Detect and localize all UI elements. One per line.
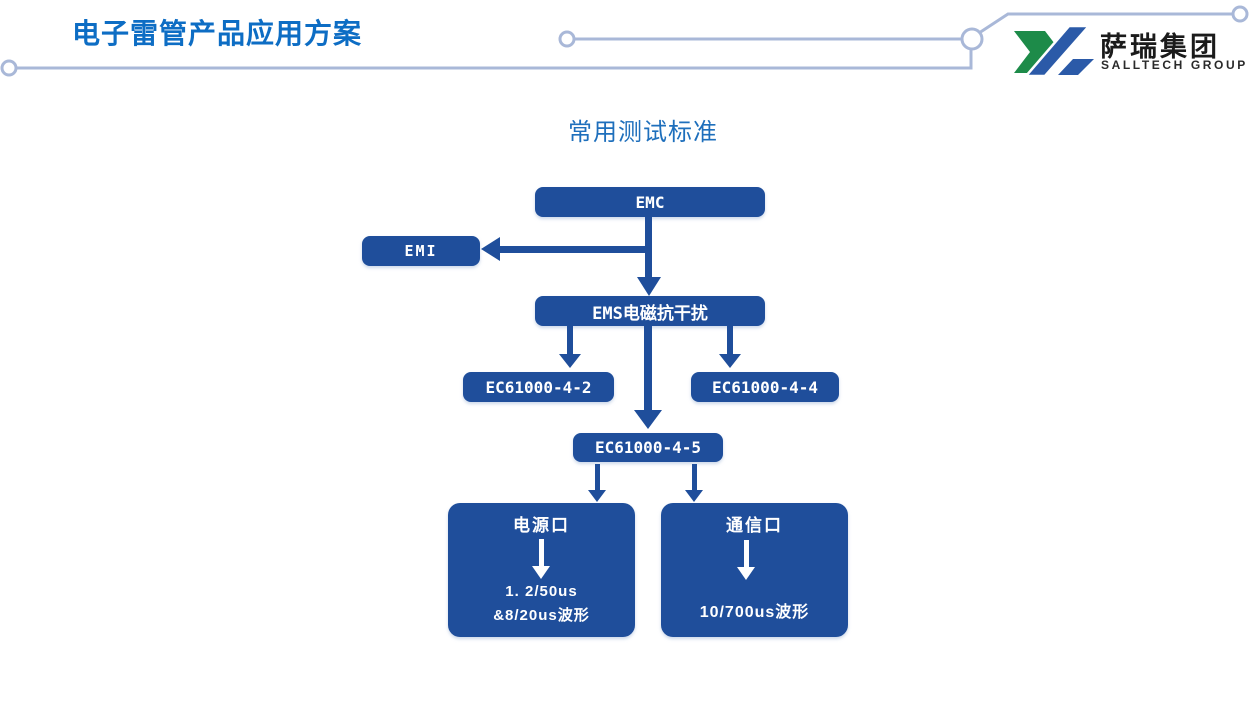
power-port-line: 1. 2/50us: [505, 583, 578, 600]
arrow-ec45-comm-head: [685, 490, 703, 502]
comm-port-arrow-shaft: [744, 540, 749, 567]
arrow-ems-ec44-head: [719, 354, 741, 368]
arrow-ems-ec42-shaft: [567, 326, 573, 354]
arrow-ems-emi-shaft: [500, 246, 648, 253]
connector-circle-icon: [0, 59, 18, 77]
node-ems: EMS电磁抗干扰: [535, 296, 765, 326]
power-port-arrow-head: [532, 566, 550, 579]
comm-port-line: 10/700us波形: [699, 604, 810, 621]
node-emi: EMI: [362, 236, 480, 266]
page-title: 电子雷管产品应用方案: [72, 18, 363, 49]
power-port-line: &8/20us波形: [493, 607, 590, 624]
arrow-ec45-comm-shaft: [692, 464, 697, 490]
connector-circle-icon: [1231, 5, 1249, 23]
logo-name-en: SALLTECH GROUP: [1101, 58, 1248, 72]
node-ec61000-4-4: EC61000-4-4: [691, 372, 839, 402]
power-port-title: 电源口: [513, 516, 570, 535]
arrow-ec45-power-head: [588, 490, 606, 502]
arrow-emc-ems-head: [637, 277, 661, 296]
arrow-ems-ec44-shaft: [727, 326, 733, 354]
power-port-arrow-shaft: [539, 539, 544, 566]
comm-port-arrow-head: [737, 567, 755, 580]
arrow-ems-emi-head: [481, 237, 500, 261]
arrow-ems-ec45-head: [634, 410, 662, 429]
comm-port-title: 通信口: [726, 516, 783, 535]
node-emc: EMC: [535, 187, 765, 217]
arrow-ems-ec45-shaft: [644, 326, 652, 411]
connector-circle-icon: [558, 30, 576, 48]
arrow-ec45-power-shaft: [595, 464, 600, 490]
connector-circle-icon: [960, 27, 984, 51]
arrow-ems-ec42-head: [559, 354, 581, 368]
salltech-logo: 萨瑞集团 SALLTECH GROUP: [1012, 22, 1256, 80]
node-ec61000-4-2: EC61000-4-2: [463, 372, 614, 402]
diagram-title: 常用测试标准: [568, 119, 718, 146]
logo-name-cn: 萨瑞集团: [1100, 32, 1220, 62]
salltech-logo-icon: [1014, 24, 1094, 78]
node-ec61000-4-5: EC61000-4-5: [573, 433, 723, 462]
arrow-emc-ems-shaft: [645, 216, 652, 278]
comm-port-card: 通信口 10/700us波形: [661, 503, 848, 637]
power-port-card: 电源口 1. 2/50us &8/20us波形: [448, 503, 635, 637]
